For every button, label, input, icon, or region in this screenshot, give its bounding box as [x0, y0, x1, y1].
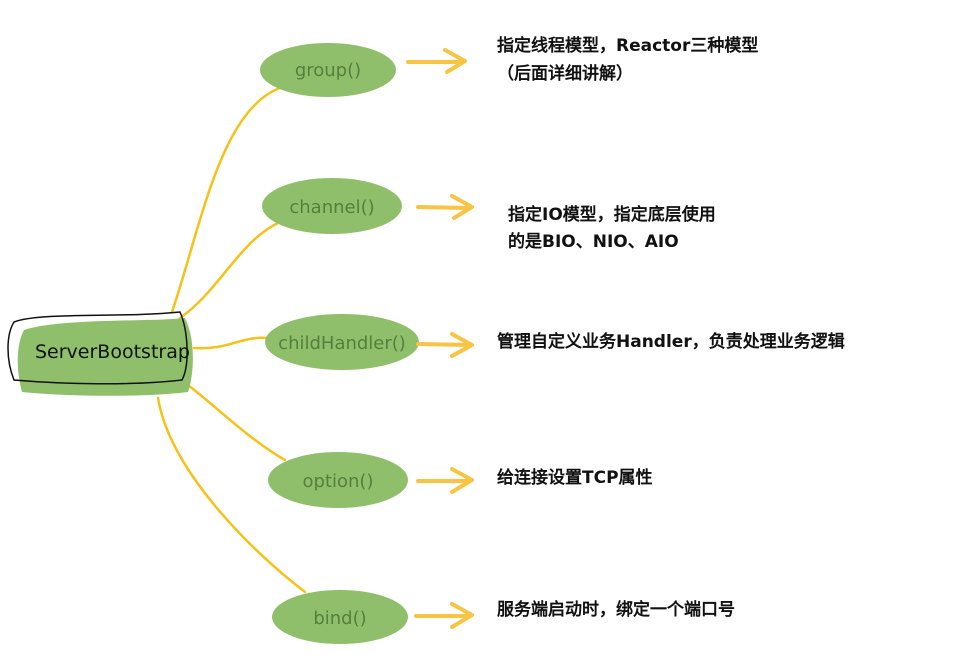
- node-childhandler[interactable]: childHandler(): [265, 314, 419, 370]
- node-label: option(): [303, 471, 374, 492]
- node-option[interactable]: option(): [268, 452, 408, 508]
- node-label: channel(): [289, 197, 374, 218]
- root-label: ServerBootstrap: [35, 341, 190, 363]
- connector-bind: [156, 396, 307, 594]
- node-label: childHandler(): [278, 333, 406, 354]
- node-description: 指定线程模型，Reactor三种模型: [497, 35, 758, 56]
- connector-group: [170, 86, 282, 314]
- arrow-icon: [416, 467, 474, 494]
- node-description: 的是BIO、NIO、AIO: [508, 231, 679, 252]
- node-label: group(): [295, 60, 361, 81]
- connector-channel: [178, 220, 282, 320]
- node-description: （后面详细讲解）: [497, 63, 633, 84]
- arrow-icon: [416, 332, 474, 358]
- arrow-icon: [416, 194, 474, 220]
- node-description: 指定IO模型，指定底层使用: [508, 204, 716, 225]
- node-channel[interactable]: channel(): [262, 178, 402, 234]
- node-bind[interactable]: bind(): [272, 590, 408, 644]
- node-description: 服务端启动时，绑定一个端口号: [497, 599, 735, 620]
- root-node[interactable]: ServerBootstrap: [7, 311, 193, 396]
- node-description: 管理自定义业务Handler，负责处理业务逻辑: [497, 331, 845, 352]
- arrow-icon: [414, 602, 474, 629]
- node-group[interactable]: group(): [260, 43, 396, 97]
- node-description: 给连接设置TCP属性: [497, 467, 653, 488]
- node-label: bind(): [313, 608, 366, 629]
- arrow-icon: [406, 48, 467, 74]
- connector-option: [186, 383, 287, 462]
- connector-childhandler: [192, 336, 270, 350]
